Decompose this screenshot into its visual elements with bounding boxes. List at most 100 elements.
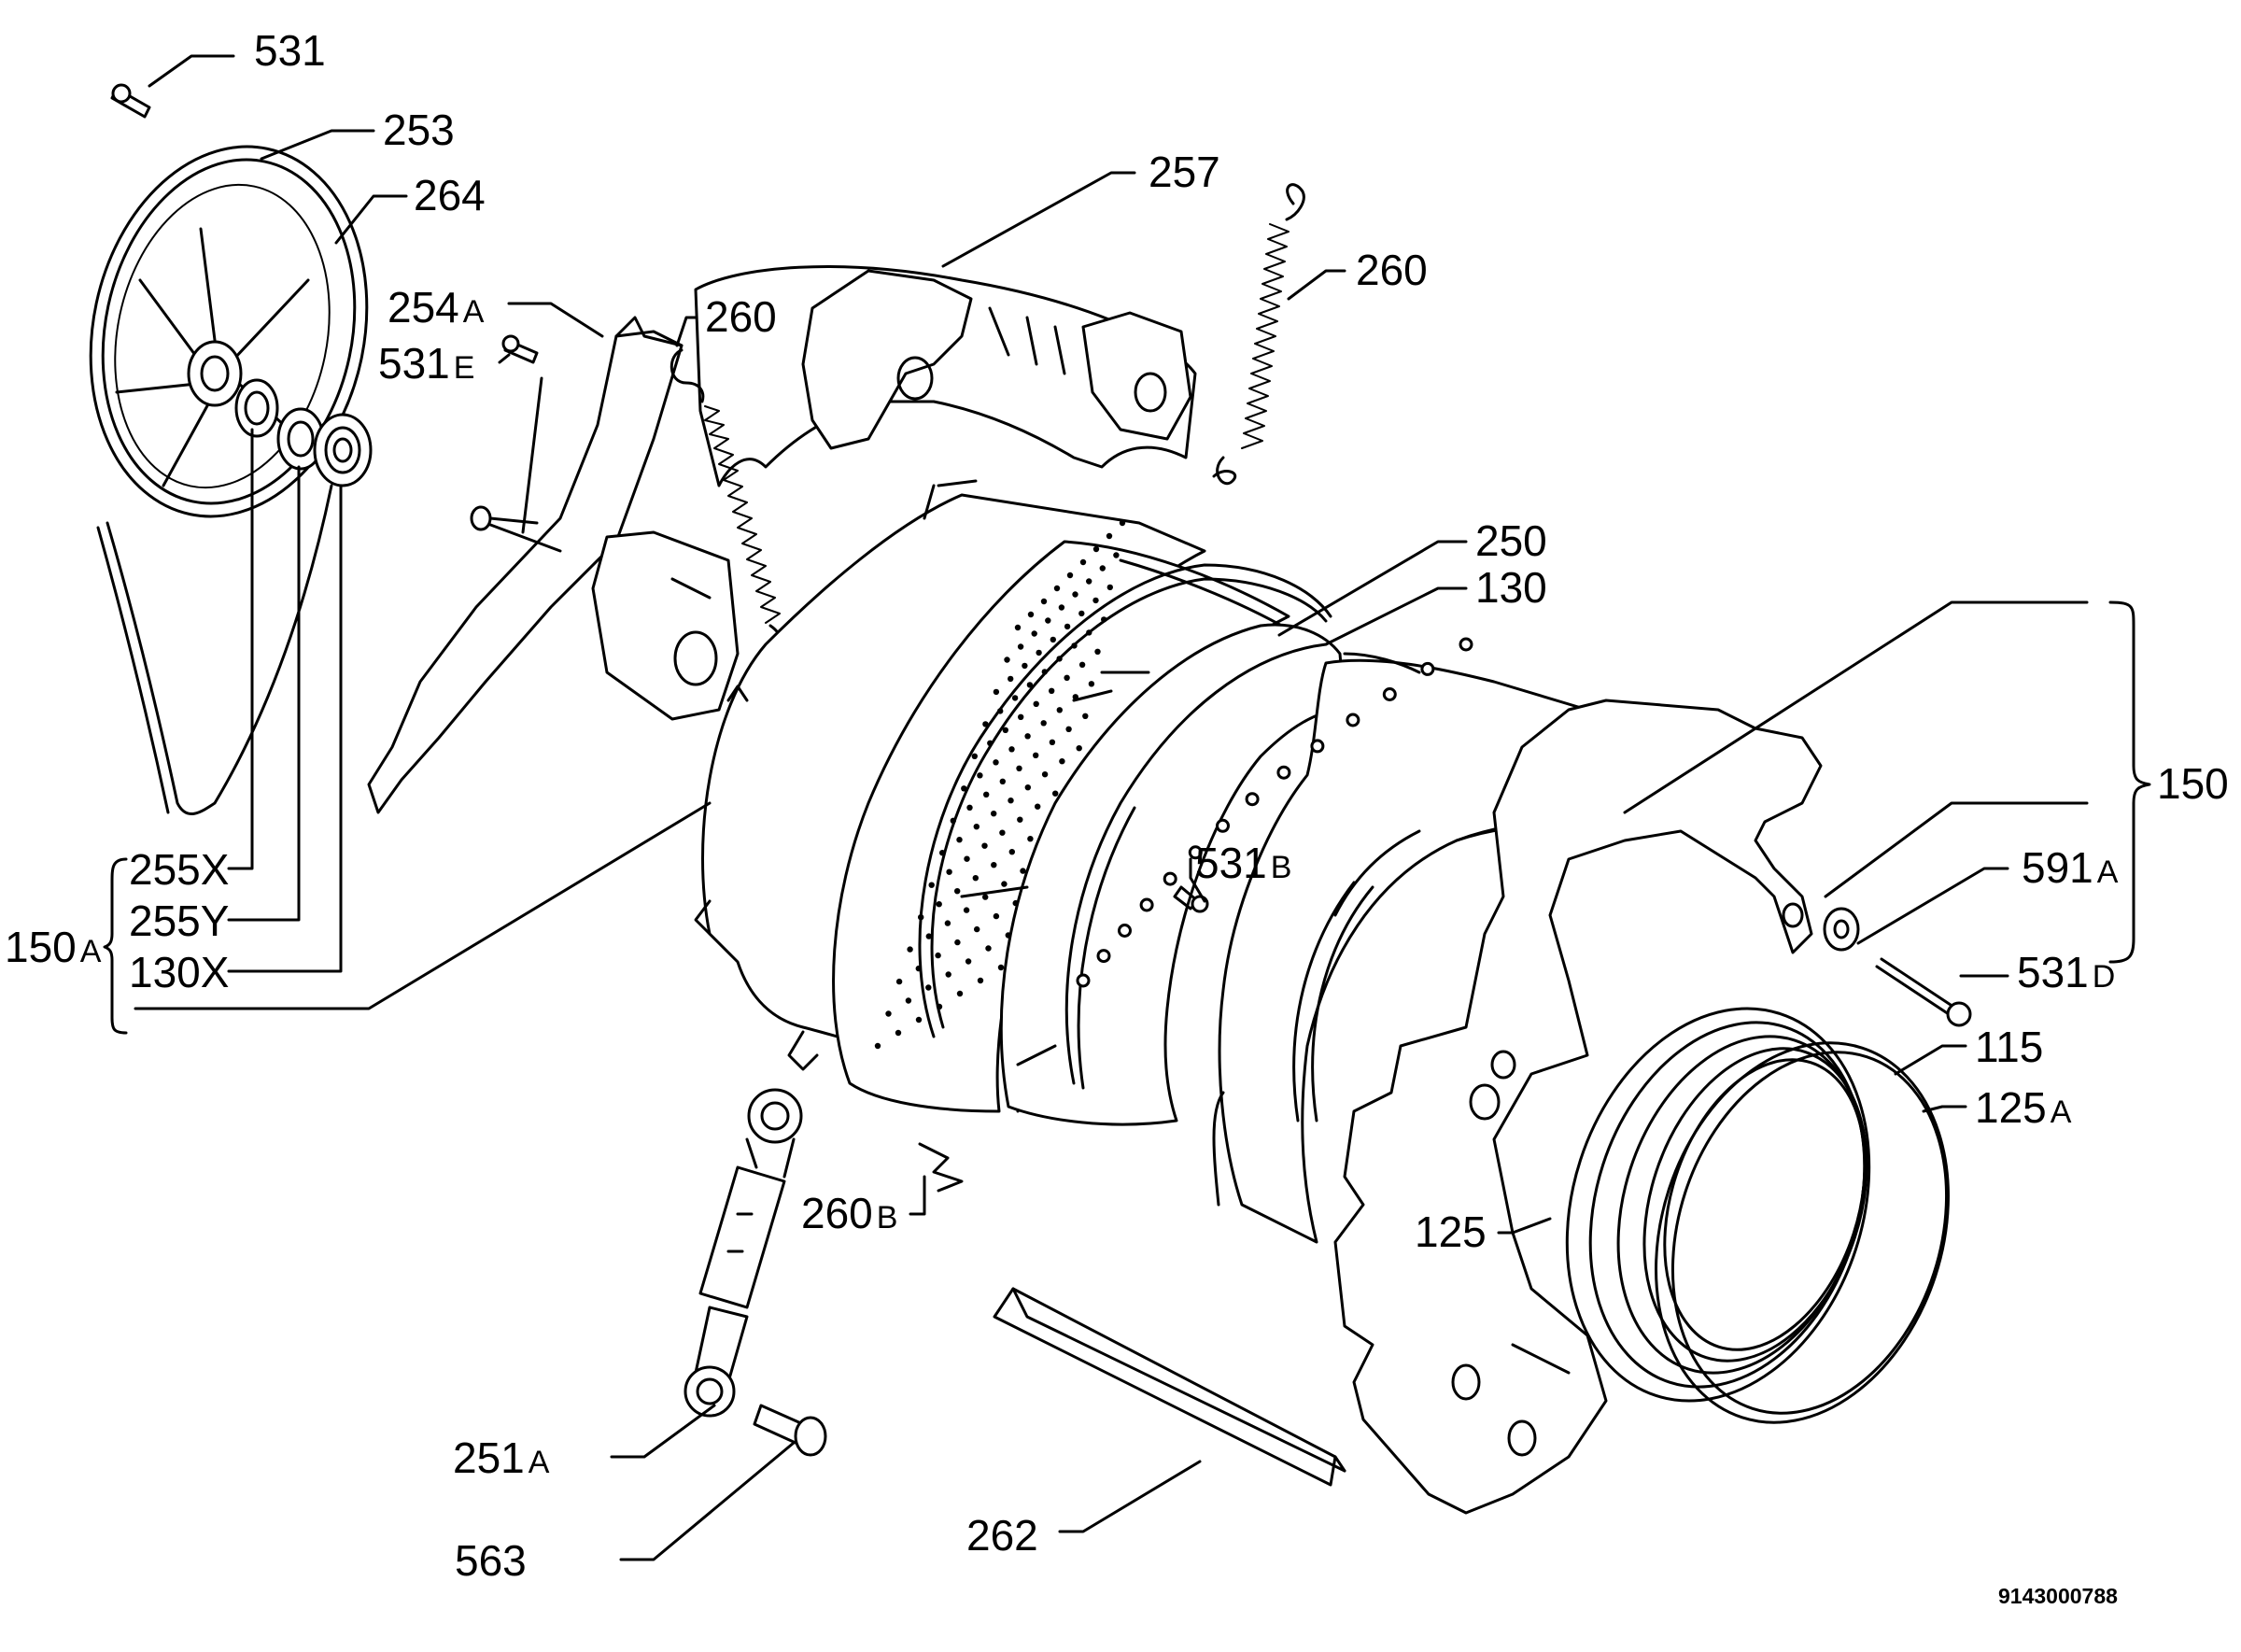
- label-260b-num: 260: [801, 1189, 873, 1237]
- rim-bolt: [1096, 949, 1111, 964]
- label-254a-sub: A: [463, 294, 485, 330]
- rim-bolt: [1420, 661, 1435, 676]
- perforation-dot: [1033, 752, 1039, 758]
- front-counterweight-small: [591, 530, 740, 721]
- perforation-dot: [1035, 803, 1041, 810]
- perforation-dot: [925, 933, 932, 939]
- leader-lines: [103, 54, 2151, 1561]
- label-531: 531: [254, 26, 326, 75]
- rim-bolt: [1346, 713, 1360, 727]
- perforation-dot: [1106, 532, 1113, 540]
- label-257: 257: [1149, 148, 1220, 196]
- perforation-dot: [983, 791, 990, 798]
- perforation-dot: [1018, 713, 1024, 720]
- perforation-dot: [1094, 648, 1101, 655]
- perforation-dot: [915, 1016, 923, 1024]
- rim-bolt: [1118, 924, 1132, 938]
- perforation-dot: [965, 958, 972, 965]
- label-264: 264: [414, 171, 486, 219]
- perforation-dot: [991, 862, 997, 868]
- perforation-dot: [907, 946, 913, 953]
- label-260-left: 260: [705, 292, 777, 341]
- perforation-dot: [1082, 713, 1089, 719]
- perforation-dot: [935, 952, 941, 959]
- perforation-dot: [963, 907, 970, 913]
- perforation-dot: [1088, 681, 1095, 687]
- perforation-dot: [1024, 784, 1032, 791]
- perforation-dot: [1119, 519, 1126, 527]
- perforation-dot: [1050, 636, 1057, 643]
- perforation-dot: [982, 894, 989, 900]
- shock-absorber: [684, 1088, 803, 1418]
- door-seal: [1565, 1007, 1871, 1403]
- label-260b-sub: B: [877, 1200, 898, 1235]
- perforation-dot: [1092, 545, 1100, 553]
- label-253: 253: [383, 106, 455, 154]
- perforation-dot: [928, 882, 935, 888]
- perforation-dot: [1045, 617, 1051, 624]
- perforation-dot: [1066, 572, 1074, 579]
- label-150: 150: [2157, 759, 2229, 808]
- label-250: 250: [1475, 516, 1547, 565]
- perforation-dot: [1049, 687, 1055, 694]
- label-130: 130: [1475, 563, 1547, 612]
- perforation-dot: [997, 964, 1005, 971]
- perforation-dot: [1086, 578, 1092, 585]
- perforation-dot: [956, 990, 964, 997]
- perforation-dot: [936, 901, 942, 908]
- perforation-dot: [1040, 720, 1047, 727]
- perforation-dot: [1017, 816, 1023, 823]
- perforation-dot: [977, 977, 984, 984]
- perforation-dot: [954, 939, 961, 946]
- perforation-dot: [1001, 881, 1008, 887]
- perforation-dot: [1033, 700, 1039, 707]
- label-251a-num: 251: [453, 1433, 525, 1482]
- perforation-dot: [1092, 597, 1099, 604]
- perforation-dot: [1059, 758, 1065, 765]
- front-tub-ring: [1064, 642, 1328, 1090]
- perforation-dot: [1008, 746, 1015, 753]
- label-531d-sub: D: [2093, 959, 2116, 995]
- perforation-dot: [981, 842, 988, 849]
- perforation-dot: [993, 688, 1000, 696]
- rim-bolt: [1163, 871, 1177, 886]
- perforation-dot: [1036, 649, 1042, 657]
- label-531b-sub: B: [1271, 850, 1292, 885]
- perforation-dot: [1106, 584, 1114, 591]
- rim-bolt: [1188, 845, 1203, 860]
- perforation-dot: [971, 753, 979, 759]
- rim-bolt: [1139, 897, 1154, 912]
- perforation-dot: [1058, 604, 1065, 611]
- front-bracket: [1333, 699, 1823, 1515]
- perforation-dot: [1011, 695, 1019, 701]
- perforation-dot: [972, 875, 980, 882]
- label-125a-sub: A: [2051, 1094, 2072, 1130]
- label-150a-sub: A: [80, 934, 102, 969]
- perforation-dot: [1072, 591, 1078, 598]
- label-591a-num: 591: [2022, 843, 2093, 892]
- perforation-dot: [953, 888, 961, 895]
- perforation-dot: [1076, 745, 1082, 752]
- label-531d-num: 531: [2017, 948, 2089, 996]
- washer-591a: [1823, 907, 1860, 952]
- perforation-dot: [945, 971, 951, 978]
- bolt-563: [753, 1404, 827, 1457]
- bearing-set: [234, 378, 373, 487]
- perforation-dot: [885, 1010, 892, 1017]
- perforation-dot: [925, 984, 932, 991]
- perforation-dot: [1024, 733, 1031, 740]
- counterweight: [694, 265, 1197, 487]
- perforation-dot: [1008, 849, 1016, 855]
- perforation-dot: [973, 824, 980, 830]
- perforation-dot: [1002, 727, 1009, 733]
- perforation-dot: [964, 855, 970, 862]
- rim-bolt: [1459, 637, 1473, 652]
